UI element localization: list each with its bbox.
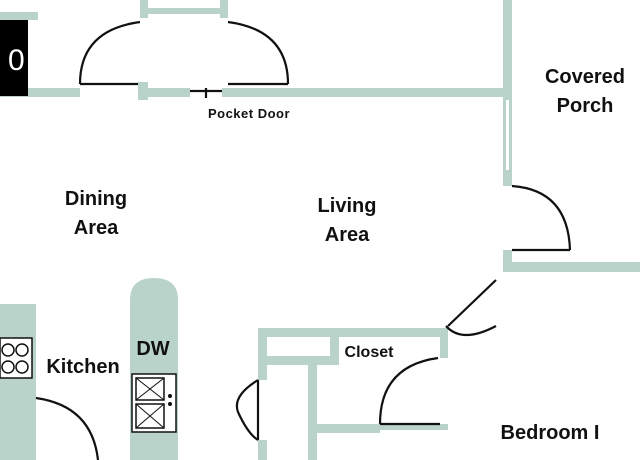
label-living-1: Living bbox=[318, 195, 377, 217]
label-closet: Closet bbox=[345, 344, 395, 361]
wall-entry-jamb-left bbox=[140, 0, 148, 18]
wall-bedroom-shelf-a bbox=[317, 424, 380, 433]
label-covered-porch-2: Porch bbox=[557, 95, 614, 117]
burner-icon bbox=[15, 343, 29, 357]
wall-right-lower bbox=[512, 262, 640, 272]
sink-basin-diag bbox=[135, 403, 165, 429]
badge: 0 bbox=[0, 20, 28, 96]
wall-closet-inner bbox=[267, 356, 333, 365]
wall-closet-left bbox=[258, 328, 267, 380]
label-dw: DW bbox=[136, 338, 169, 360]
label-dining-2: Area bbox=[74, 217, 119, 239]
burner-icon bbox=[1, 360, 15, 374]
wall-bedroom-shelf-b bbox=[380, 424, 448, 430]
wall-entry-header bbox=[148, 8, 220, 14]
wall-top-left-stub bbox=[0, 12, 38, 20]
wall-upper-mid-b bbox=[138, 88, 190, 97]
door-top-right-arc bbox=[227, 20, 290, 85]
badge-text: 0 bbox=[8, 44, 25, 77]
closet-door-arc bbox=[378, 356, 439, 425]
porch-door-arc bbox=[511, 184, 572, 251]
room-labels: Pocket Door Covered Porch Dining Area Li… bbox=[46, 66, 625, 444]
appliances bbox=[0, 337, 177, 433]
wall-closet-top bbox=[258, 328, 448, 337]
doors bbox=[35, 20, 572, 460]
sink-basin-top bbox=[135, 377, 165, 401]
label-covered-porch-1: Covered bbox=[545, 66, 625, 88]
bedroom-door-leaf bbox=[447, 279, 497, 327]
wall-closet-divider bbox=[330, 337, 339, 365]
bedroom-door-arc bbox=[445, 325, 497, 337]
wall-bedroom-left-lower bbox=[258, 440, 267, 460]
wall-entry-jamb-right bbox=[220, 0, 228, 18]
wall-upper-left bbox=[0, 88, 80, 97]
label-bedroom: Bedroom I bbox=[501, 422, 600, 444]
kitchen-door-arc bbox=[35, 396, 100, 460]
wall-porch-vertical bbox=[503, 0, 512, 186]
label-living-2: Area bbox=[325, 224, 370, 246]
bifold-door bbox=[235, 379, 259, 441]
label-dining-1: Dining bbox=[65, 188, 127, 210]
wall-upper-right bbox=[222, 88, 510, 97]
sink-basin-diag bbox=[135, 377, 165, 401]
burner-icon bbox=[1, 343, 15, 357]
wall-porch-window-gap bbox=[506, 100, 509, 170]
wall-bedroom-vert bbox=[308, 365, 317, 460]
kitchen-counter-left bbox=[0, 304, 36, 460]
label-pocket-door: Pocket Door bbox=[208, 106, 290, 121]
faucet-icon bbox=[168, 394, 172, 398]
badge-box bbox=[0, 20, 28, 96]
label-kitchen: Kitchen bbox=[46, 356, 119, 378]
wall-closet-right bbox=[440, 328, 448, 358]
faucet-icon bbox=[168, 402, 172, 406]
door-top-left-arc bbox=[78, 20, 141, 85]
burner-icon bbox=[15, 360, 29, 374]
wall-right-lower-post bbox=[503, 250, 512, 272]
sink-basin-bottom bbox=[135, 403, 165, 429]
